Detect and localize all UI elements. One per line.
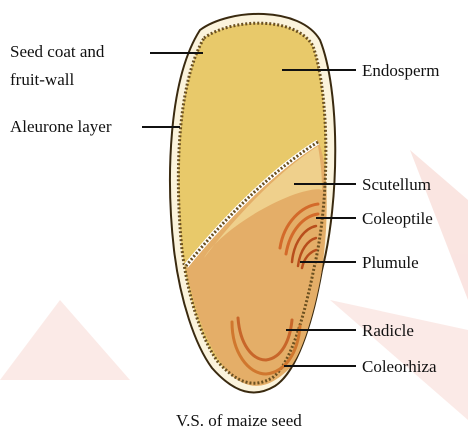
label-coleoptile: Coleoptile xyxy=(362,209,433,228)
label-coleorhiza: Coleorhiza xyxy=(362,357,437,376)
diagram-caption: V.S. of maize seed xyxy=(176,411,302,430)
label-endosperm: Endosperm xyxy=(362,61,439,80)
label-aleurone: Aleurone layer xyxy=(10,117,112,136)
label-scutellum: Scutellum xyxy=(362,175,431,194)
label-seed-coat-line1: Seed coat and xyxy=(10,42,105,61)
label-seed-coat-line2: fruit-wall xyxy=(10,70,74,89)
label-plumule: Plumule xyxy=(362,253,419,272)
label-radicle: Radicle xyxy=(362,321,414,340)
